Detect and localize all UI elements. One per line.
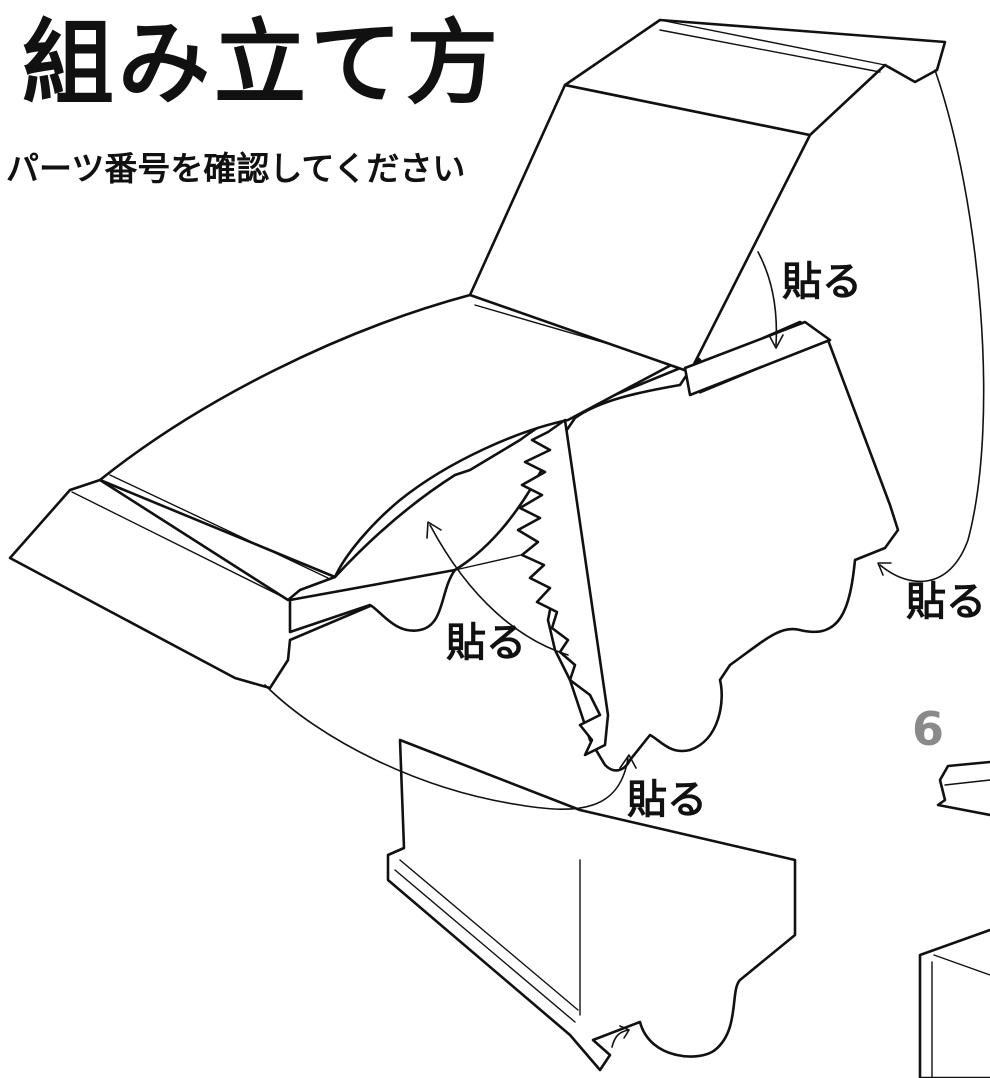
guide-arrows	[264, 69, 985, 810]
main-shell-top	[98, 293, 692, 579]
paste-label-left: 貼る	[446, 620, 526, 666]
step-number: 6	[912, 702, 945, 756]
paste-label-top: 貼る	[782, 259, 862, 305]
small-arrow	[611, 1025, 630, 1048]
arrow-top-head	[768, 334, 784, 349]
arrow-top	[757, 251, 778, 346]
arrow-bottom	[264, 684, 629, 810]
page-subtitle: パーツ番号を確認してください	[6, 149, 466, 188]
step6-part-bottom-fold2	[933, 954, 990, 976]
lower-box-fold-2	[394, 869, 576, 1023]
paste-label-right: 貼る	[906, 579, 986, 625]
main-shell-fold-2	[109, 474, 329, 579]
upper-ramp-fold-1	[659, 19, 886, 66]
lower-box-face	[386, 738, 797, 1072]
paste-label-bottom: 貼る	[627, 777, 707, 823]
arrow-left-head	[426, 521, 442, 539]
main-shell-part	[8, 293, 702, 757]
arrow-bottom-head	[619, 754, 637, 769]
lower-box-fold-1	[399, 859, 579, 1011]
upper-ramp-tab	[683, 320, 832, 397]
arrow-left	[429, 524, 569, 656]
step6-part-bottom	[918, 928, 990, 1078]
step6-parts	[918, 760, 990, 1078]
upper-ramp-top	[563, 18, 947, 137]
upper-ramp-fold-2	[659, 29, 881, 73]
step6-part-top	[936, 760, 990, 817]
arrow-right-head	[877, 562, 892, 576]
main-shell-fold-1	[71, 491, 286, 599]
upper-ramp-part	[468, 18, 947, 397]
zigzag-tabs	[516, 418, 610, 757]
lower-box-part	[386, 738, 797, 1072]
arrow-right	[879, 69, 985, 583]
main-shell-flap	[288, 568, 457, 634]
step6-part-top-fold	[944, 779, 990, 786]
page-title: 組み立て方	[22, 10, 503, 117]
